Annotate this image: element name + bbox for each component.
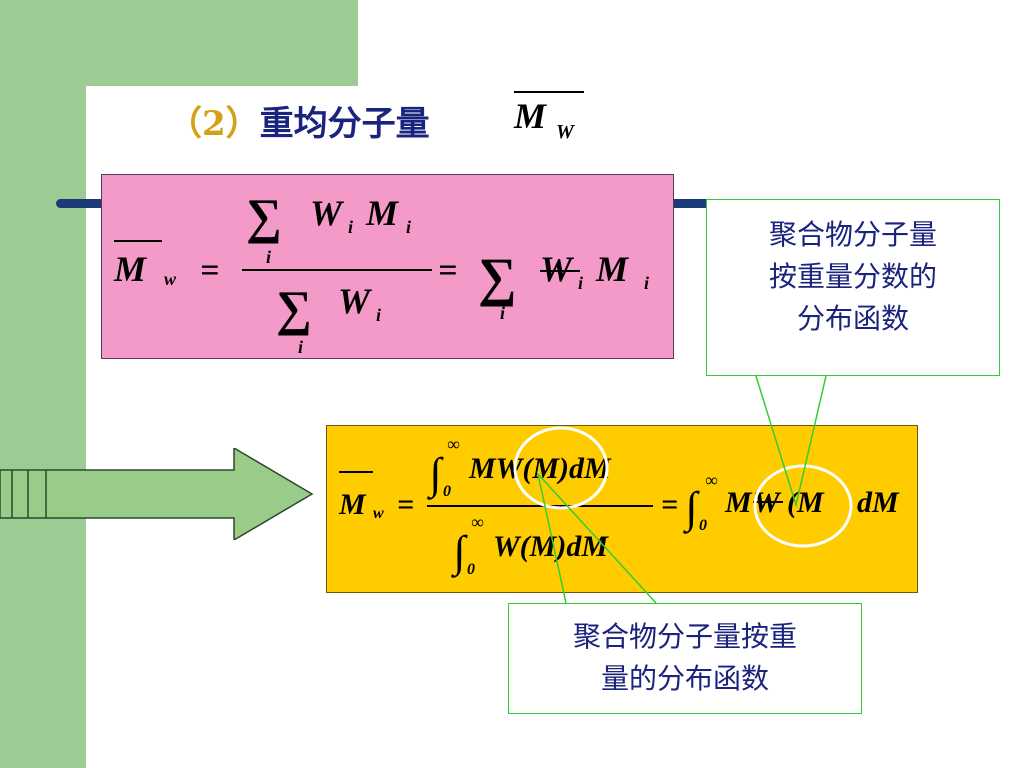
lhs-sub: w — [164, 269, 177, 289]
title-symbol-sub: W — [556, 121, 575, 143]
sum-top-index: i — [266, 247, 271, 267]
equals-2: = — [438, 252, 457, 289]
int-rhs-lower: 0 — [699, 517, 707, 534]
title-number: （2） — [168, 104, 260, 144]
integral-formula-box: M w = ∫ ∞ 0 MW(M)dM ∫ ∞ 0 W(M)dM = ∫ ∞ 0… — [326, 425, 918, 593]
callout-weight-fraction: 聚合物分子量 按重量分数的 分布函数 — [706, 199, 1000, 376]
int-num-lower: 0 — [443, 483, 451, 500]
int-den-upper: ∞ — [471, 512, 484, 532]
int-equals-2: = — [661, 488, 678, 521]
numerator-w: W — [310, 193, 345, 233]
rhs-m: M — [595, 249, 630, 289]
callout1-line3: 分布函数 — [796, 302, 909, 335]
integral-formula: M w = ∫ ∞ 0 MW(M)dM ∫ ∞ 0 W(M)dM = ∫ ∞ 0… — [338, 426, 900, 578]
sum-top: ∑ — [246, 188, 282, 244]
int-den-lower: 0 — [467, 561, 475, 578]
int-rhs-upper: ∞ — [705, 470, 718, 490]
title-symbol-mw: M W — [513, 91, 584, 143]
int-rhs-paren: (M — [787, 486, 825, 519]
lhs-main: M — [113, 249, 148, 289]
green-left-band — [0, 0, 86, 768]
denominator-w-sub: i — [376, 305, 381, 325]
green-top-band — [86, 0, 358, 86]
int-numerator: MW(M)dM — [468, 452, 612, 485]
int-num-upper: ∞ — [447, 434, 460, 454]
callout1-line2: 按重量分数的 — [768, 260, 937, 293]
right-arrow-icon — [0, 448, 314, 540]
numerator-m-sub: i — [406, 217, 411, 237]
int-lhs-main: M — [338, 488, 367, 521]
title-symbol-main: M — [513, 96, 548, 136]
int-rhs-sign: ∫ — [683, 483, 700, 534]
int-equals-1: = — [397, 488, 414, 521]
int-lhs-sub: w — [373, 505, 384, 522]
sum-rhs-index: i — [500, 303, 505, 323]
rhs-w: W — [540, 249, 575, 289]
int-rhs-m: M — [724, 486, 753, 519]
callout2-line2: 量的分布函数 — [600, 662, 769, 695]
slide-title: （2）重均分子量 — [168, 96, 430, 145]
sum-bottom: ∑ — [276, 280, 312, 336]
denominator-w: W — [338, 281, 373, 321]
callout2-line1: 聚合物分子量按重 — [572, 620, 797, 653]
numerator-w-sub: i — [348, 217, 353, 237]
int-num-sign: ∫ — [427, 449, 444, 500]
equals-1: = — [200, 252, 219, 289]
int-denominator: W(M)dM — [493, 530, 609, 563]
discrete-formula: M w = ∑ i W i M i ∑ i W i = ∑ i W i M i — [113, 188, 649, 357]
sum-bottom-index: i — [298, 337, 303, 357]
sum-rhs: ∑ — [478, 247, 517, 307]
rhs-m-sub: i — [644, 273, 649, 293]
rhs-w-sub: i — [578, 273, 583, 293]
int-rhs-dm: dM — [857, 486, 900, 519]
callout1-line1: 聚合物分子量 — [768, 218, 937, 251]
int-den-sign: ∫ — [451, 527, 468, 578]
numerator-m: M — [365, 193, 400, 233]
callout-weight-distribution: 聚合物分子量按重 量的分布函数 — [508, 603, 862, 714]
title-text: 重均分子量 — [259, 104, 430, 144]
discrete-formula-box: M w = ∑ i W i M i ∑ i W i = ∑ i W i M i — [101, 174, 674, 359]
